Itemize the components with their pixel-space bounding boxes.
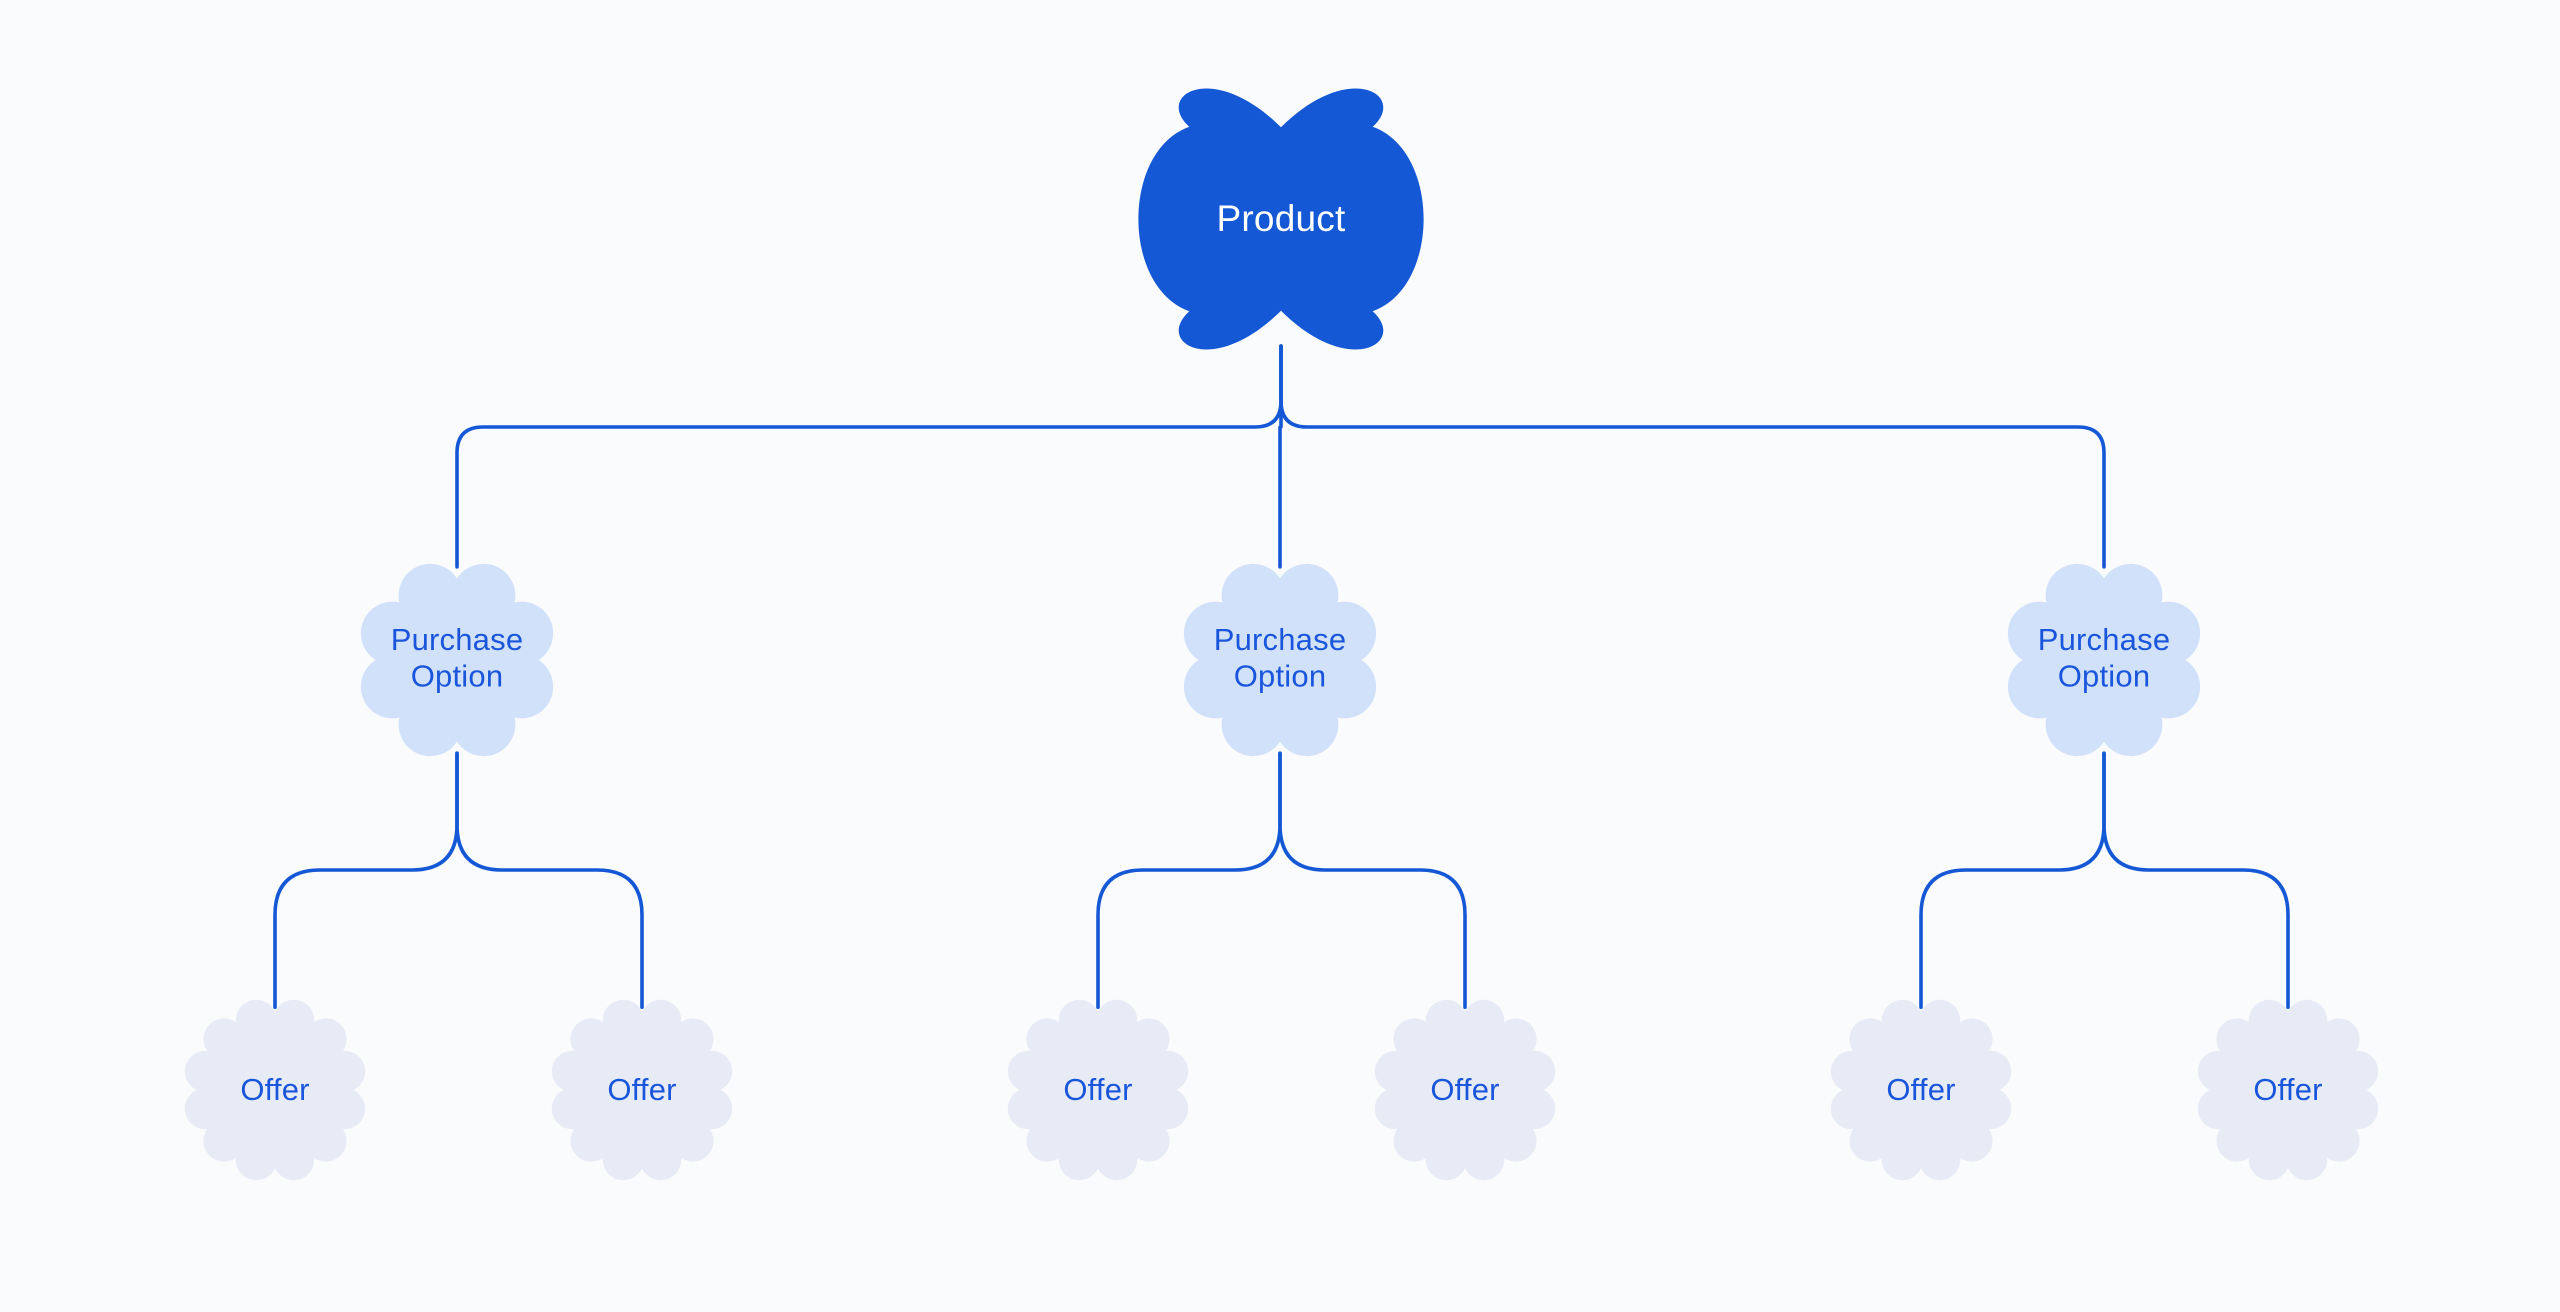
node-offer-1b[interactable]: Offer: [551, 999, 733, 1181]
purchase-option-scallop-shape: [1183, 563, 1377, 757]
purchase-option-scallop-shape: [2007, 563, 2201, 757]
offer-scallop-shape: [2197, 999, 2379, 1181]
node-offer-3b[interactable]: Offer: [2197, 999, 2379, 1181]
connector-layer: [273, 344, 2290, 1010]
offer-scallop-shape: [1830, 999, 2012, 1181]
connector-purchase-option-3-to-offer-3b: [2102, 751, 2290, 1010]
connector-purchase-option-1-to-offer-1b: [455, 751, 644, 1010]
node-product[interactable]: Product: [1138, 88, 1424, 350]
offer-scallop-shape: [1007, 999, 1189, 1181]
node-offer-2a[interactable]: Offer: [1007, 999, 1189, 1181]
node-offer-3a[interactable]: Offer: [1830, 999, 2012, 1181]
node-offer-1a[interactable]: Offer: [184, 999, 366, 1181]
offer-scallop-shape: [551, 999, 733, 1181]
product-blob-shape: [1138, 88, 1424, 350]
connector-product-to-purchase-option-3: [1279, 344, 2106, 569]
connector-purchase-option-1-to-offer-1a: [273, 751, 459, 1010]
offer-scallop-shape: [184, 999, 366, 1181]
connector-product-to-purchase-option-2: [1278, 344, 1283, 569]
connector-purchase-option-2-to-offer-2a: [1096, 751, 1282, 1010]
offer-scallop-shape: [1374, 999, 1556, 1181]
connector-purchase-option-3-to-offer-3a: [1919, 751, 2106, 1010]
connector-product-to-purchase-option-1: [455, 344, 1283, 569]
purchase-option-scallop-shape: [360, 563, 554, 757]
node-offer-2b[interactable]: Offer: [1374, 999, 1556, 1181]
connector-purchase-option-2-to-offer-2b: [1278, 751, 1467, 1010]
